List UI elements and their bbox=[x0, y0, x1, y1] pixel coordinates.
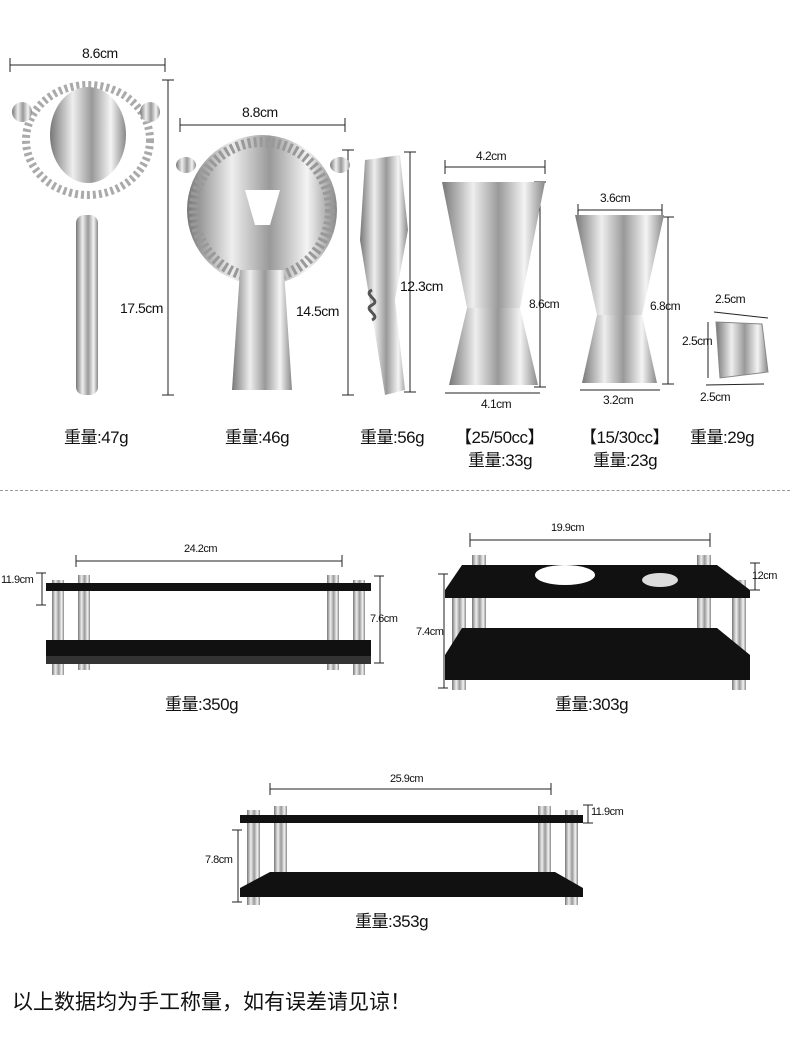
dim-label: 11.9cm bbox=[1, 574, 34, 586]
dim-label: 4.1cm bbox=[481, 397, 512, 411]
dim-label: 8.6cm bbox=[529, 297, 560, 311]
dim-label: 24.2cm bbox=[184, 543, 218, 555]
dim-label: 12.3cm bbox=[400, 278, 443, 294]
dim-label: 4.2cm bbox=[476, 149, 507, 163]
weight-label: 重量:29g bbox=[690, 428, 755, 447]
weight-label: 重量:46g bbox=[225, 428, 290, 447]
dim-label: 3.6cm bbox=[600, 191, 631, 205]
dim-label: 7.4cm bbox=[416, 626, 444, 638]
dim-label: 2.5cm bbox=[700, 390, 731, 404]
strainer-1-image bbox=[12, 81, 160, 395]
ice-cube-image bbox=[715, 321, 769, 379]
dim-label: 17.5cm bbox=[120, 300, 163, 316]
dim-label: 2.5cm bbox=[715, 292, 746, 306]
dim-label: 25.9cm bbox=[390, 773, 424, 785]
dim-label: 8.8cm bbox=[242, 104, 278, 120]
weight-label: 重量:353g bbox=[355, 912, 429, 931]
dim-label: 6.8cm bbox=[650, 299, 681, 313]
section-divider bbox=[0, 490, 790, 491]
dim-label: 7.6cm bbox=[370, 613, 398, 625]
dim-label: 14.5cm bbox=[296, 303, 339, 319]
stand-3-image bbox=[240, 806, 583, 905]
strainer-2-image bbox=[176, 135, 350, 390]
weight-label: 重量:303g bbox=[555, 695, 629, 714]
jigger-small-image bbox=[575, 215, 664, 383]
weight-label: 重量:47g bbox=[64, 428, 129, 447]
capacity-label: 【15/30cc】 bbox=[580, 428, 670, 447]
weight-label: 重量:56g bbox=[360, 428, 425, 447]
dim-label: 7.8cm bbox=[205, 854, 233, 866]
weight-label: 重量:23g bbox=[593, 451, 658, 470]
corkscrew-image bbox=[360, 155, 408, 395]
dim-label: 3.2cm bbox=[603, 393, 634, 407]
disclaimer-text: 以上数据均为手工称量，如有误差请见谅！ bbox=[12, 990, 411, 1014]
capacity-label: 【25/50cc】 bbox=[455, 428, 545, 447]
dim-label: 19.9cm bbox=[551, 522, 585, 534]
dim-label: 12cm bbox=[752, 570, 777, 582]
weight-label: 重量:350g bbox=[165, 695, 239, 714]
dim-label: 8.6cm bbox=[82, 45, 118, 61]
dim-label: 2.5cm bbox=[682, 334, 713, 348]
weight-label: 重量:33g bbox=[468, 451, 533, 470]
stand-2-image bbox=[445, 555, 750, 690]
dim-label: 11.9cm bbox=[591, 806, 624, 818]
jigger-large-image bbox=[442, 182, 545, 385]
stand-1-image bbox=[46, 575, 371, 675]
